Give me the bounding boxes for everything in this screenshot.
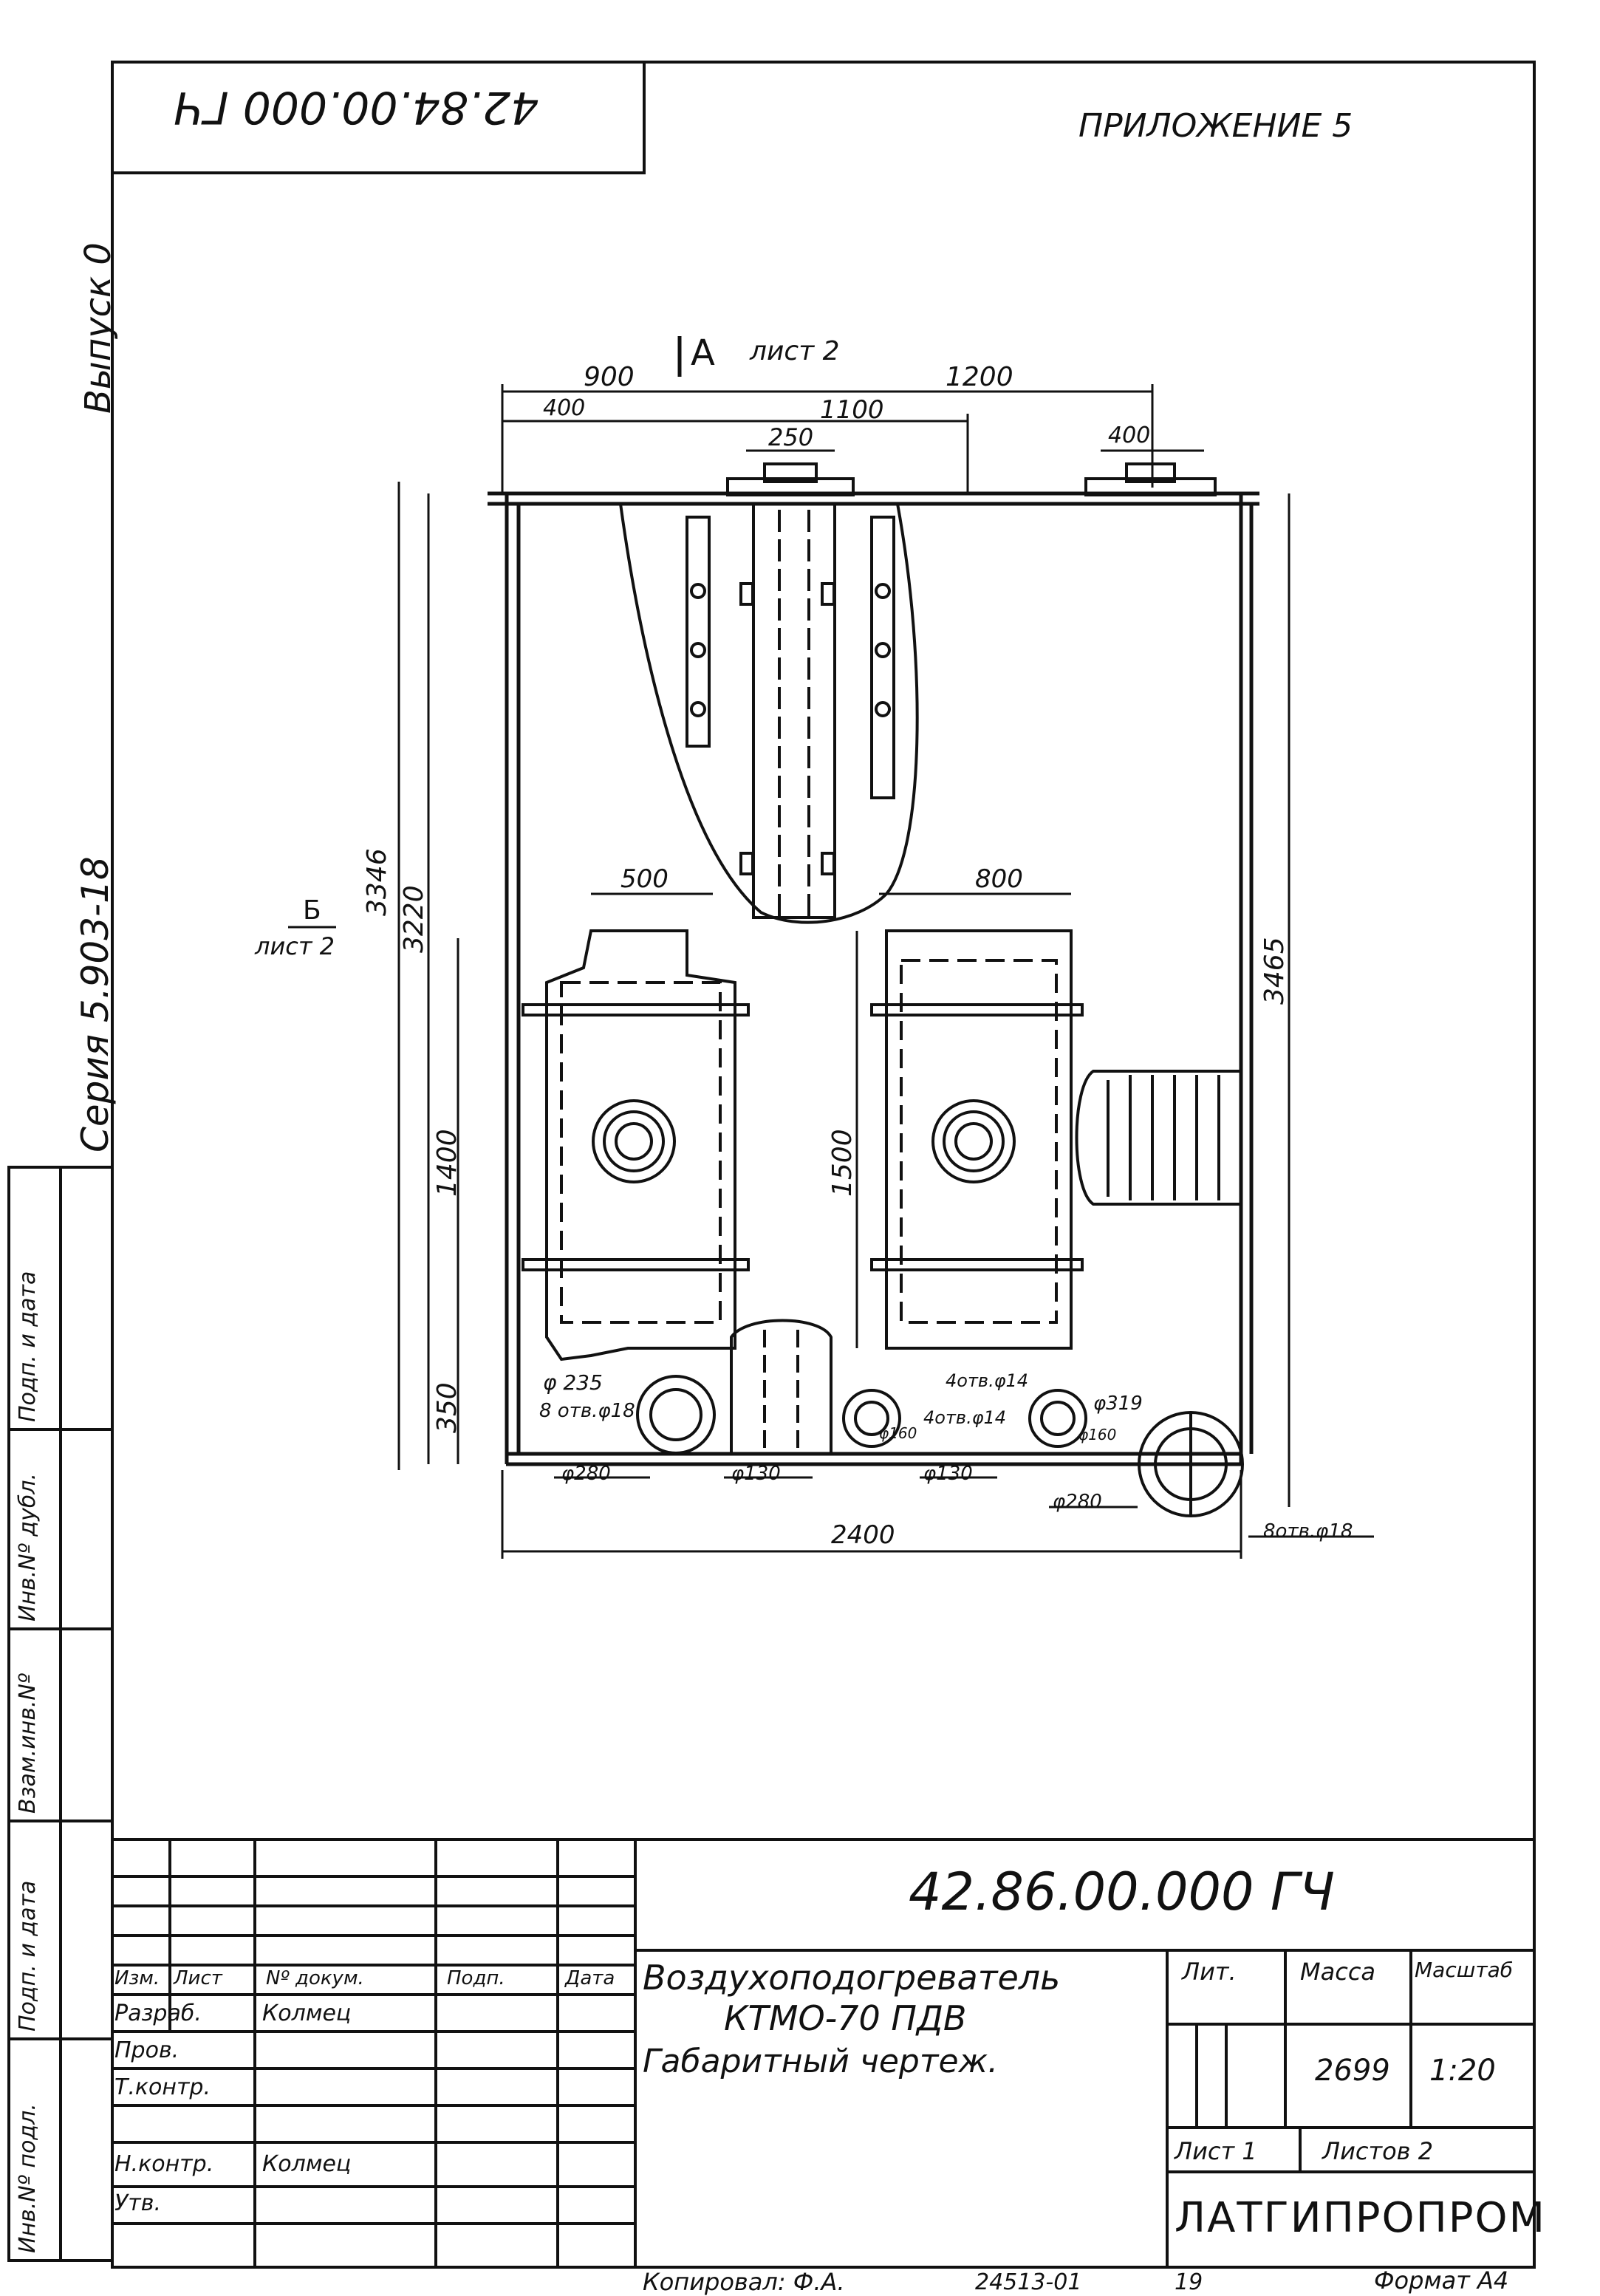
- role-developer: Разраб.: [114, 2001, 202, 2026]
- role-tech-control: Т.контр.: [114, 2074, 211, 2100]
- rotated-doc-code: 42.84.00.000 ГЧ: [174, 81, 539, 133]
- dim-900: 900: [584, 362, 635, 392]
- col-header-docno: Nº докум.: [266, 1967, 364, 1989]
- housing: [488, 491, 1259, 1466]
- col-header-rev: Изм.: [114, 1967, 160, 1989]
- page-frame: [111, 61, 1536, 2269]
- dim-800: 800: [975, 864, 1023, 894]
- role-approved: Утв.: [114, 2190, 161, 2216]
- role-checker: Пров.: [114, 2037, 180, 2063]
- role-norm-control: Н.контр.: [114, 2151, 214, 2177]
- title-doc-code: 42.86.00.000 ГЧ: [909, 1862, 1335, 1922]
- product-name-line1: Воздухоподогреватель: [643, 1958, 1061, 1998]
- name-norm-control: Колмец: [262, 2151, 352, 2177]
- sheets-label: Листов 2: [1322, 2137, 1434, 2165]
- dim-350: 350: [432, 1382, 462, 1433]
- dim-3465: 3465: [1259, 937, 1290, 1005]
- mass-value: 2699: [1315, 2054, 1390, 2088]
- side-hatch: [1075, 1070, 1242, 1206]
- flanges: [636, 1375, 1244, 1517]
- callout-160-right: φ160: [1078, 1426, 1117, 1443]
- dim-400-left: 400: [543, 395, 586, 421]
- title-block-lines: [112, 1838, 1534, 2267]
- sheet-label: Лист 1: [1175, 2137, 1257, 2165]
- col-header-date: Дата: [565, 1967, 615, 1989]
- dim-400-right: 400: [1108, 423, 1151, 448]
- product-name-line2: КТМО-70 ПДВ: [724, 1998, 967, 2038]
- scale-value: 1:20: [1429, 2054, 1496, 2088]
- dim-1200: 1200: [946, 362, 1013, 392]
- stamp-label-3: Взам.инв.Nº: [15, 1673, 41, 1814]
- dim-3346: 3346: [362, 848, 392, 916]
- callout-160-left: φ160: [879, 1424, 917, 1442]
- lit-label: Лит.: [1182, 1958, 1237, 1986]
- view-b-label: Б: [303, 895, 321, 926]
- callout-280-left: φ280: [561, 1463, 611, 1485]
- product-name-line3: Габаритный чертеж.: [643, 2043, 999, 2080]
- dim-1400: 1400: [432, 1129, 462, 1197]
- mass-label: Масса: [1300, 1958, 1376, 1986]
- organization: ЛАТГИПРОПРОМ: [1175, 2194, 1546, 2242]
- view-b-sheet: лист 2: [255, 932, 335, 960]
- copied-by: Копировал: Ф.А.: [643, 2268, 845, 2296]
- callout-8-holes-18-left: 8 отв.φ18: [539, 1400, 635, 1422]
- callout-8-holes-18-right: 8отв.φ18: [1263, 1520, 1353, 1542]
- stamp-label-5: Подп. и дата: [15, 1271, 41, 1422]
- series-label: Серия 5.903-18: [74, 856, 117, 1152]
- col-header-sheet: Лист: [174, 1967, 222, 1989]
- stamp-label-1: Инв.Nº подл.: [15, 2103, 41, 2253]
- view-a-sheet: лист 2: [750, 336, 840, 366]
- name-developer: Колмец: [262, 2001, 352, 2026]
- callout-280-right: φ280: [1053, 1491, 1102, 1513]
- dim-2400: 2400: [831, 1520, 895, 1550]
- callout-130-right: φ130: [923, 1463, 973, 1485]
- appendix-label: ПРИЛОЖЕНИЕ 5: [1078, 107, 1353, 145]
- dim-1500: 1500: [827, 1129, 858, 1197]
- right-module: [870, 929, 1084, 1350]
- callout-4-holes-14-top: 4отв.φ14: [946, 1370, 1029, 1391]
- stamp-label-4: Инв.Nº дубл.: [15, 1472, 41, 1622]
- dimension-lines: [397, 384, 1374, 1559]
- view-a-label: A: [691, 332, 715, 374]
- break-outline: [619, 503, 919, 924]
- dim-250: 250: [768, 423, 814, 451]
- page-number: 19: [1175, 2269, 1203, 2295]
- dim-1100: 1100: [820, 395, 884, 425]
- order-number: 24513-01: [975, 2269, 1082, 2295]
- col-header-sign: Подп.: [447, 1967, 505, 1989]
- left-module: [522, 929, 750, 1361]
- callout-130-left: φ130: [731, 1463, 781, 1485]
- stamp-label-2: Подп. и дата: [15, 1880, 41, 2032]
- callout-319: φ319: [1093, 1393, 1143, 1415]
- paper-format: Формат А4: [1374, 2266, 1509, 2295]
- dim-500: 500: [620, 864, 669, 894]
- callout-235: φ 235: [543, 1370, 603, 1395]
- code-box: [111, 61, 646, 174]
- callout-4-holes-14-mid: 4отв.φ14: [923, 1407, 1007, 1428]
- scale-label: Масштаб: [1415, 1958, 1514, 1982]
- issue-label: Выпуск 0: [78, 242, 119, 414]
- dim-3220: 3220: [399, 885, 429, 953]
